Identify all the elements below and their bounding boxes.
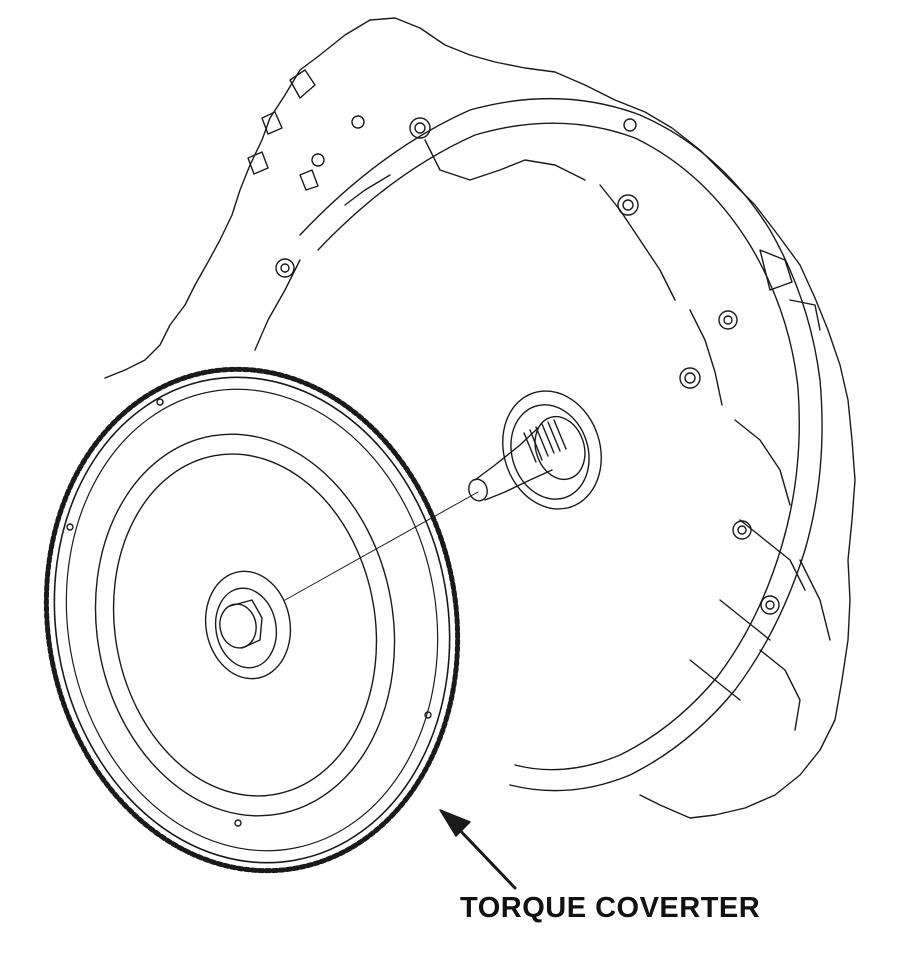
input-shaft: [468, 390, 602, 510]
transmission-housing: [104, 17, 856, 819]
alignment-line: [284, 491, 479, 601]
torque-converter: [43, 366, 461, 874]
torque-converter-label: TORQUE COVERTER: [460, 892, 761, 924]
callout-arrow: [439, 809, 517, 890]
